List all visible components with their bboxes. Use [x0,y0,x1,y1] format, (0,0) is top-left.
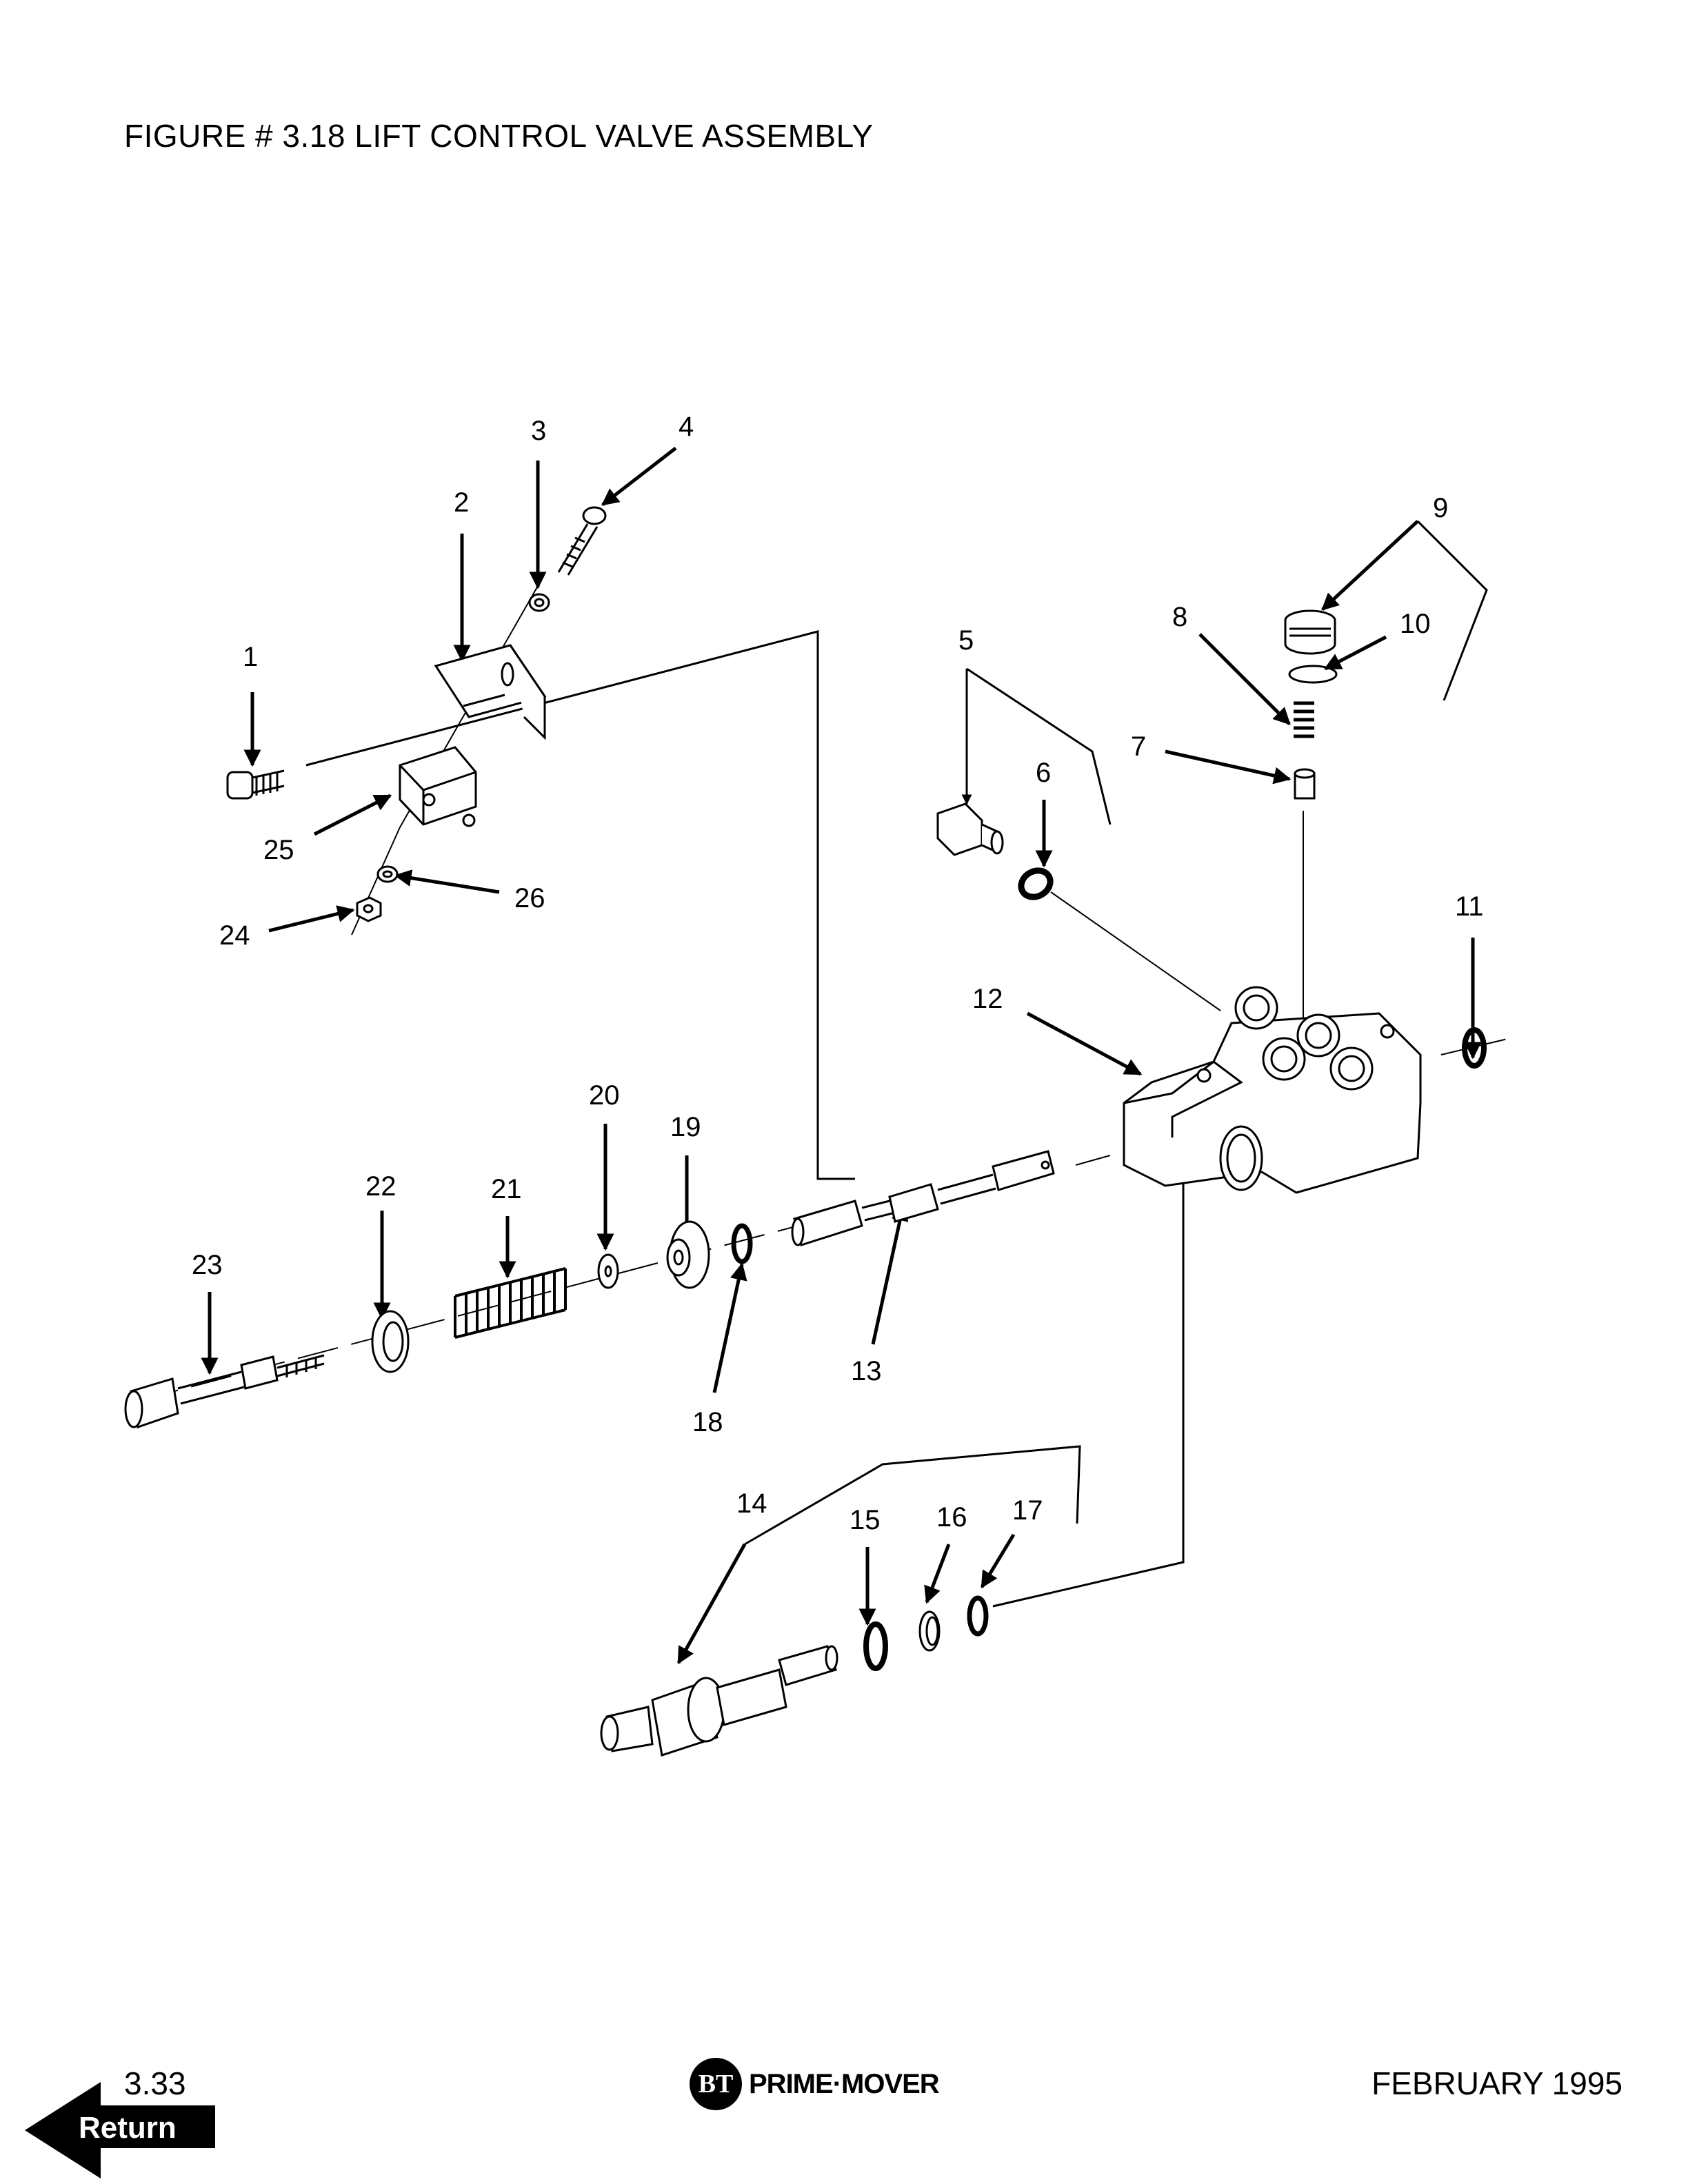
callout-9: 9 [1433,493,1448,523]
brand-name: PRIME·MOVER [749,2068,940,2099]
part-bracket-2-icon [434,644,547,740]
part-fitting-5-icon [936,802,1004,856]
callout-13: 13 [851,1356,882,1386]
callout-2: 2 [454,487,469,518]
part-ring-16-icon [918,1610,941,1652]
publication-date: FEBRUARY 1995 [1372,2065,1622,2101]
brand: BT PRIME·MOVER [690,2058,940,2110]
left-arrow-icon [25,2082,215,2178]
part-ring-22-icon [371,1310,410,1373]
part-oring-15-icon [863,1621,888,1671]
callout-12: 12 [972,984,1003,1014]
callout-19: 19 [670,1112,701,1142]
callout-1: 1 [243,642,258,672]
part-washer-20-icon [597,1253,619,1289]
callout-3: 3 [531,416,546,446]
part-spool-13-icon [791,1150,1055,1246]
bt-logo-icon: BT [690,2058,742,2110]
callout-15: 15 [850,1505,881,1535]
callout-21: 21 [491,1174,522,1204]
callout-6: 6 [1036,758,1051,788]
part-oring-11-icon [1462,1027,1487,1069]
callout-16: 16 [936,1502,967,1533]
parts [124,506,1487,1757]
part-poppet-7-icon [1294,768,1316,800]
callout-10: 10 [1400,609,1431,639]
part-spring-8-icon [1294,701,1314,738]
part-oring-18-icon [731,1223,753,1264]
callout-20: 20 [589,1080,620,1111]
part-oring-17-icon [967,1595,989,1637]
part-washer-3-icon [528,593,550,612]
callout-17: 17 [1012,1495,1043,1526]
part-spring-21-icon [454,1267,567,1339]
page-number: 3.33 [124,2065,186,2101]
callout-7: 7 [1131,731,1146,762]
callout-11: 11 [1455,891,1484,922]
callout-arrows [201,447,1482,1665]
callout-24: 24 [219,920,250,951]
part-screw-4-icon [557,506,607,576]
callout-14: 14 [736,1488,767,1519]
part-oring-6-icon [1018,867,1054,900]
part-stud-23-icon [124,1354,325,1428]
callout-25: 25 [263,835,294,865]
return-label: Return [79,2111,177,2145]
callout-23: 23 [192,1250,223,1280]
callout-26: 26 [514,883,545,913]
callout-18: 18 [692,1407,723,1437]
callout-22: 22 [365,1171,396,1202]
callout-4: 4 [679,412,694,442]
callout-5: 5 [958,625,974,656]
part-plug-9-icon [1284,609,1336,655]
part-switch-25-icon [399,746,477,827]
part-washer-26-icon [376,865,399,883]
part-cartridge-14-icon [600,1645,838,1757]
part-seat-19-icon [666,1220,710,1289]
part-screw-1-icon [226,769,285,800]
callout-8: 8 [1172,602,1187,632]
part-ring-10-icon [1288,665,1338,684]
callout-numbers: 1 2 3 4 5 6 7 8 9 10 11 12 13 14 15 16 1… [192,412,1484,1535]
part-valve-body-12-icon [1123,986,1422,1194]
part-nut-24-icon [356,896,382,922]
figure-title: FIGURE # 3.18 LIFT CONTROL VALVE ASSEMBL… [124,118,874,154]
return-button[interactable]: Return [25,2082,218,2178]
